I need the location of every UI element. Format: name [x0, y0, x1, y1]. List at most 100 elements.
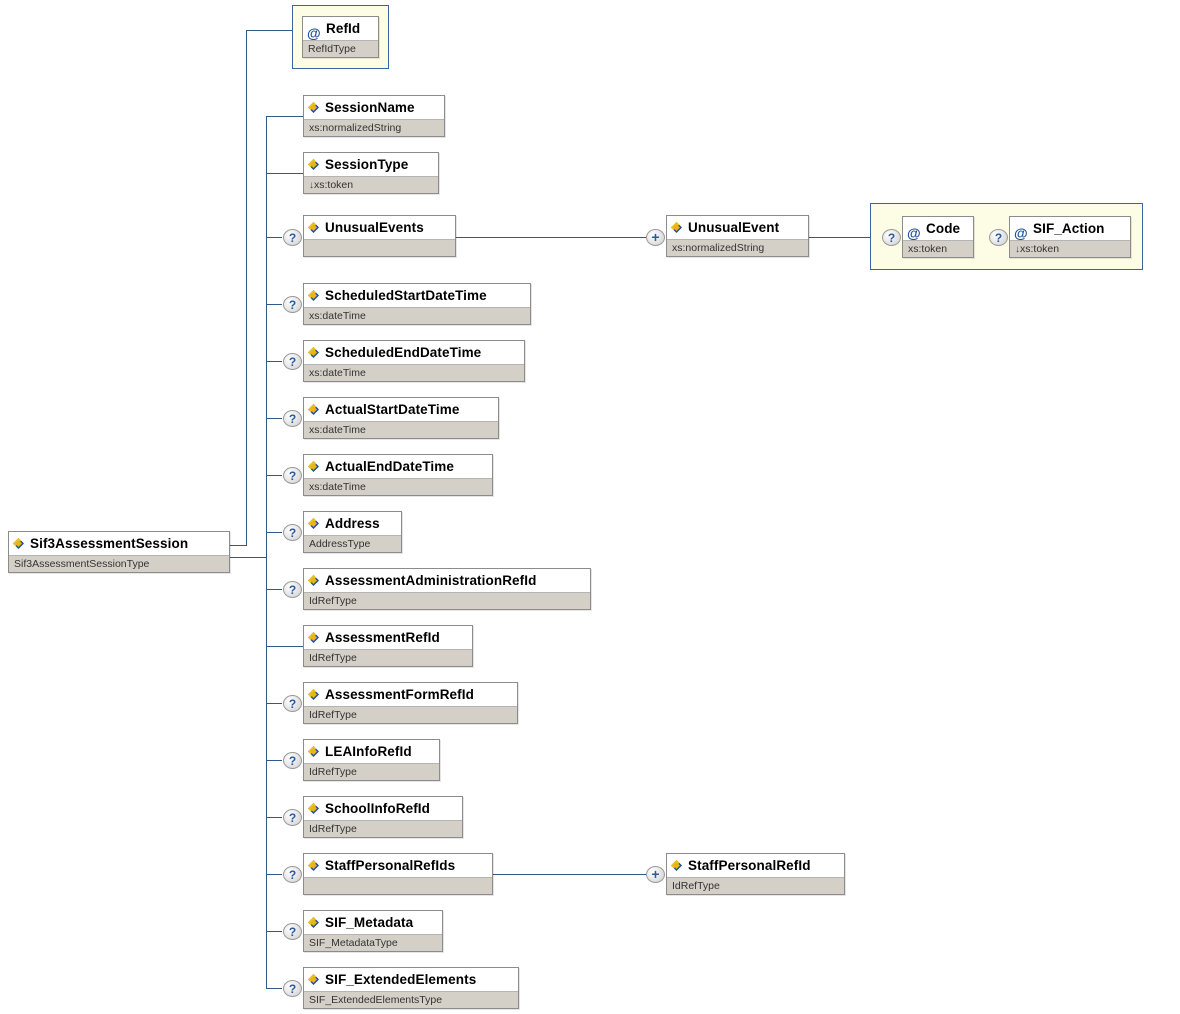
node-name-row: SIF_ExtendedElements: [304, 968, 518, 991]
node-schoolinforefid[interactable]: SchoolInfoRefId IdRefType: [303, 796, 463, 838]
node-label: UnusualEvent: [688, 220, 780, 235]
node-label: Code: [926, 221, 961, 236]
node-root-sif3assessmentsession[interactable]: Sif3AssessmentSession Sif3AssessmentSess…: [8, 531, 230, 573]
connector-child-8: [266, 589, 282, 590]
connector-attribute-refid: [246, 30, 292, 31]
connector-child-13: [266, 874, 282, 875]
node-name-row: ActualStartDateTime: [304, 398, 498, 421]
node-staffpersonalrefids[interactable]: StaffPersonalRefIds: [303, 853, 493, 895]
connector-attribute-trunk: [246, 30, 247, 546]
marker-optional-sif-action[interactable]: ?: [989, 229, 1008, 246]
node-name-row: ScheduledStartDateTime: [304, 284, 530, 307]
node-name-row: Address: [304, 512, 401, 535]
node-label: SIF_Action: [1033, 221, 1105, 236]
node-type: SIF_MetadataType: [304, 934, 442, 951]
marker-optional-leainforefid[interactable]: ?: [283, 752, 302, 769]
node-type: IdRefType: [304, 763, 439, 780]
restriction-arrow-icon: ↓: [309, 180, 314, 191]
attribute-icon: [907, 222, 922, 235]
node-label: UnusualEvents: [325, 220, 424, 235]
connector-child-7: [266, 532, 282, 533]
marker-optional-assessmentadministrationrefid[interactable]: ?: [283, 581, 302, 598]
node-unusualevent[interactable]: UnusualEvent xs:normalizedString: [666, 215, 809, 257]
element-icon: [308, 517, 321, 530]
node-label: RefId: [326, 21, 361, 36]
node-staffpersonalrefid[interactable]: StaffPersonalRefId IdRefType: [666, 853, 845, 895]
node-name-row: SessionName: [304, 96, 444, 119]
element-icon: [308, 574, 321, 587]
node-sessionname[interactable]: SessionName xs:normalizedString: [303, 95, 445, 137]
element-icon: [308, 859, 321, 872]
node-assessmentadministrationrefid[interactable]: AssessmentAdministrationRefId IdRefType: [303, 568, 591, 610]
node-label: ActualStartDateTime: [325, 402, 460, 417]
node-leainforefid[interactable]: LEAInfoRefId IdRefType: [303, 739, 440, 781]
element-icon: [308, 158, 321, 171]
connector-child-2: [266, 237, 282, 238]
node-name-row: AssessmentFormRefId: [304, 683, 517, 706]
node-actualstartdatetime[interactable]: ActualStartDateTime xs:dateTime: [303, 397, 499, 439]
element-icon: [308, 221, 321, 234]
connector-child-9: [266, 646, 303, 647]
node-actualenddatetime[interactable]: ActualEndDateTime xs:dateTime: [303, 454, 493, 496]
node-attribute-sif-action[interactable]: SIF_Action ↓xs:token: [1009, 216, 1131, 258]
node-sif-metadata[interactable]: SIF_Metadata SIF_MetadataType: [303, 910, 443, 952]
node-type: AddressType: [304, 535, 401, 552]
element-icon: [308, 802, 321, 815]
attribute-icon: [307, 22, 322, 35]
marker-optional-actualenddatetime[interactable]: ?: [283, 467, 302, 484]
node-name-row: SIF_Action: [1010, 217, 1130, 240]
connector-child-1: [266, 173, 303, 174]
connector-element-trunk: [266, 116, 267, 988]
node-name-row: RefId: [303, 17, 378, 40]
node-attribute-refid[interactable]: RefId RefIdType: [302, 16, 379, 58]
marker-optional-assessmentformrefid[interactable]: ?: [283, 695, 302, 712]
node-assessmentrefid[interactable]: AssessmentRefId IdRefType: [303, 625, 473, 667]
node-type: IdRefType: [304, 649, 472, 666]
node-name-row: ActualEndDateTime: [304, 455, 492, 478]
marker-optional-sif-metadata[interactable]: ?: [283, 923, 302, 940]
node-label: SessionType: [325, 157, 409, 172]
node-type: xs:dateTime: [304, 364, 524, 381]
marker-optional-schoolinforefid[interactable]: ?: [283, 809, 302, 826]
node-name-row: SchoolInfoRefId: [304, 797, 462, 820]
connector-child-11: [266, 760, 282, 761]
node-name-row: LEAInfoRefId: [304, 740, 439, 763]
node-name-row: SessionType: [304, 153, 438, 176]
connector-child-14: [266, 931, 282, 932]
marker-expand-unusualevent[interactable]: +: [646, 229, 665, 246]
node-name-row: Code: [903, 217, 973, 240]
marker-optional-unusualevents[interactable]: ?: [283, 229, 302, 246]
connector-child-3: [266, 304, 282, 305]
node-sessiontype[interactable]: SessionType ↓xs:token: [303, 152, 439, 194]
node-label: Sif3AssessmentSession: [30, 536, 189, 551]
marker-optional-sif-extendedelements[interactable]: ?: [283, 980, 302, 997]
node-assessmentformrefid[interactable]: AssessmentFormRefId IdRefType: [303, 682, 518, 724]
node-name-row: StaffPersonalRefId: [667, 854, 844, 877]
marker-optional-scheduledstartdatetime[interactable]: ?: [283, 296, 302, 313]
node-sif-extendedelements[interactable]: SIF_ExtendedElements SIF_ExtendedElement…: [303, 967, 519, 1009]
node-type: [304, 239, 455, 256]
node-type: xs:normalizedString: [667, 239, 808, 256]
node-label: ScheduledEndDateTime: [325, 345, 482, 360]
node-label: SessionName: [325, 100, 415, 115]
marker-optional-scheduledenddatetime[interactable]: ?: [283, 353, 302, 370]
element-icon: [308, 346, 321, 359]
element-icon: [308, 745, 321, 758]
connector-unusualevent-to-attrgroup: [809, 237, 880, 238]
node-type: IdRefType: [304, 820, 462, 837]
node-type: xs:dateTime: [304, 478, 492, 495]
marker-optional-actualstartdatetime[interactable]: ?: [283, 410, 302, 427]
marker-expand-staffpersonalrefid[interactable]: +: [646, 866, 665, 883]
marker-optional-address[interactable]: ?: [283, 524, 302, 541]
marker-optional-staffpersonalrefids[interactable]: ?: [283, 866, 302, 883]
node-scheduledstartdatetime[interactable]: ScheduledStartDateTime xs:dateTime: [303, 283, 531, 325]
node-unusualevents[interactable]: UnusualEvents: [303, 215, 456, 257]
marker-optional-code[interactable]: ?: [882, 229, 901, 246]
node-scheduledenddatetime[interactable]: ScheduledEndDateTime xs:dateTime: [303, 340, 525, 382]
node-label: Address: [325, 516, 380, 531]
connector-root-stub: [230, 545, 246, 546]
node-type: ↓xs:token: [304, 176, 438, 193]
node-type: IdRefType: [667, 877, 844, 894]
node-attribute-code[interactable]: Code xs:token: [902, 216, 974, 258]
node-address[interactable]: Address AddressType: [303, 511, 402, 553]
